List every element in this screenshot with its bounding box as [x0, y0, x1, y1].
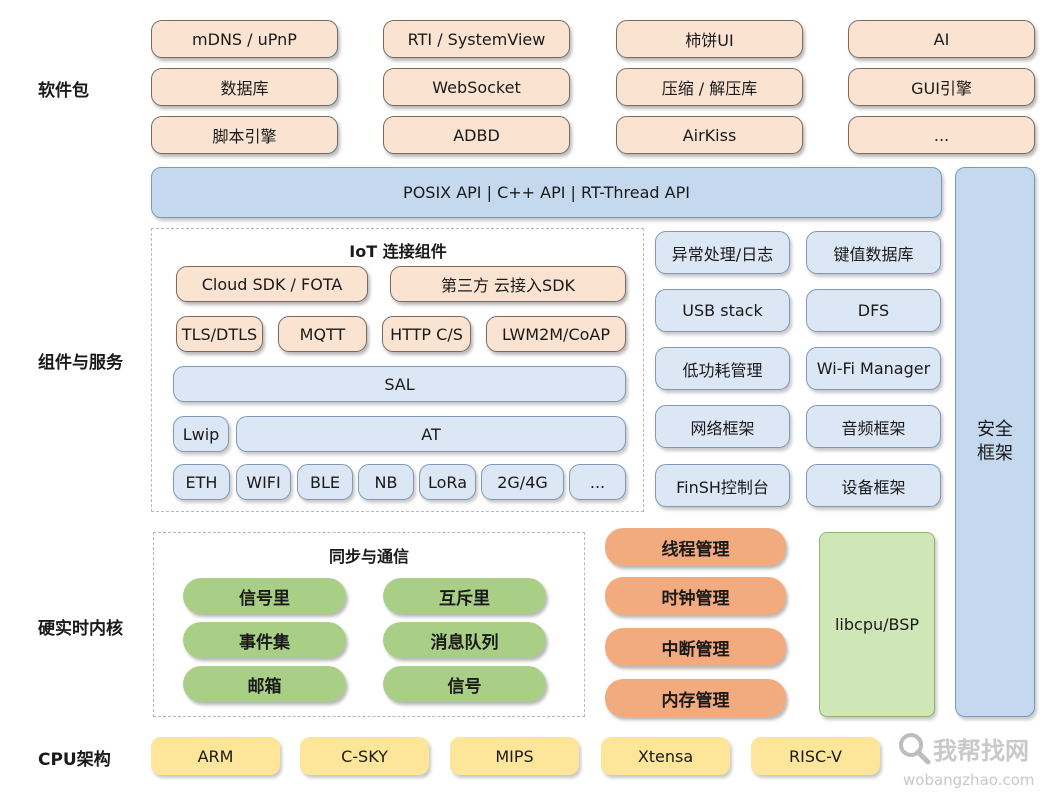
service-box: 网络框架	[655, 405, 790, 448]
bsp-box: libcpu/BSP	[819, 532, 935, 717]
sync-item: 消息队列	[383, 622, 546, 658]
package-box: RTI / SystemView	[383, 20, 570, 58]
iot-protocol-box: MQTT	[278, 316, 367, 352]
package-box: mDNS / uPnP	[151, 20, 338, 58]
package-box: GUI引擎	[848, 68, 1035, 106]
service-box: 低功耗管理	[655, 347, 790, 390]
sync-item: 事件集	[183, 622, 346, 658]
watermark-title: 我帮找网	[933, 737, 1029, 765]
package-box: AI	[848, 20, 1035, 58]
at-box: AT	[236, 416, 626, 452]
sal-bar: SAL	[173, 366, 626, 402]
package-box: WebSocket	[383, 68, 570, 106]
cpu-box: Xtensa	[601, 737, 730, 775]
iot-protocol-box: LWM2M/CoAP	[486, 316, 626, 352]
link-box: ...	[569, 464, 626, 500]
link-box: NB	[358, 464, 414, 500]
link-box: ETH	[173, 464, 230, 500]
iot-cloud-box: Cloud SDK / FOTA	[176, 266, 368, 302]
link-box: 2G/4G	[481, 464, 564, 500]
layer-label-software: 软件包	[38, 81, 89, 101]
link-box: WIFI	[236, 464, 291, 500]
watermark-url: wobangzhao.com	[903, 771, 1035, 789]
layer-label-components: 组件与服务	[38, 353, 123, 373]
iot-protocol-box: HTTP C/S	[382, 316, 471, 352]
api-bar: POSIX API | C++ API | RT-Thread API	[151, 167, 942, 218]
layer-label-kernel: 硬实时内核	[38, 619, 123, 639]
service-box: DFS	[806, 289, 941, 332]
service-box: 设备框架	[806, 464, 941, 507]
service-box: 异常处理/日志	[655, 231, 790, 274]
sync-item: 互斥里	[383, 578, 546, 614]
sync-item: 信号里	[183, 578, 346, 614]
package-box: ...	[848, 116, 1035, 154]
cpu-box: MIPS	[450, 737, 579, 775]
sync-region	[153, 532, 585, 717]
service-box: Wi-Fi Manager	[806, 347, 941, 390]
package-box: 柿饼UI	[616, 20, 803, 58]
layer-label-cpu: CPU架构	[38, 750, 111, 770]
iot-protocol-box: TLS/DTLS	[176, 316, 263, 352]
cpu-box: C-SKY	[300, 737, 429, 775]
package-box: 数据库	[151, 68, 338, 106]
watermark: 我帮找网 wobangzhao.com	[897, 729, 1047, 795]
cpu-box: RISC-V	[751, 737, 880, 775]
sync-title: 同步与通信	[328, 547, 410, 566]
lwip-box: Lwip	[173, 416, 229, 452]
cpu-box: ARM	[151, 737, 280, 775]
security-framework: 安全 框架	[955, 167, 1035, 717]
package-box: 脚本引擎	[151, 116, 338, 154]
kernel-mgmt-box: 线程管理	[605, 528, 786, 566]
service-box: FinSH控制台	[655, 464, 790, 507]
iot-region	[151, 228, 644, 512]
service-box: 音频框架	[806, 405, 941, 448]
package-box: AirKiss	[616, 116, 803, 154]
iot-title: IoT 连接组件	[349, 242, 447, 261]
link-box: BLE	[297, 464, 353, 500]
iot-cloud-box: 第三方 云接入SDK	[390, 266, 626, 302]
link-box: LoRa	[419, 464, 476, 500]
magnifier-icon	[897, 731, 931, 765]
kernel-mgmt-box: 中断管理	[605, 628, 786, 666]
service-box: USB stack	[655, 289, 790, 332]
kernel-mgmt-box: 时钟管理	[605, 577, 786, 615]
kernel-mgmt-box: 内存管理	[605, 679, 786, 717]
package-box: 压缩 / 解压库	[616, 68, 803, 106]
package-box: ADBD	[383, 116, 570, 154]
sync-item: 邮箱	[183, 666, 346, 702]
sync-item: 信号	[383, 666, 546, 702]
service-box: 键值数据库	[806, 231, 941, 274]
